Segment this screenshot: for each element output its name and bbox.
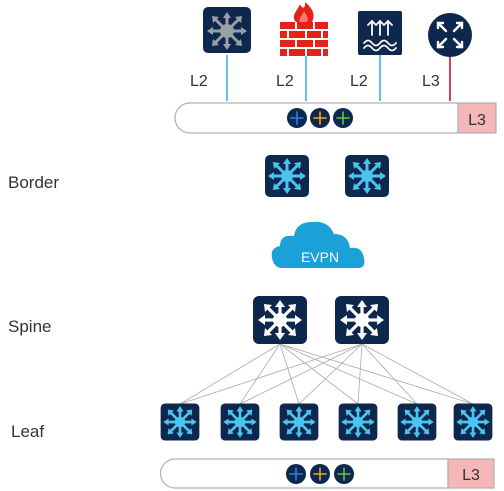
spine-leaf-link [361, 343, 418, 405]
spine-leaf-link [179, 343, 281, 405]
spine-switch-1 [251, 294, 309, 346]
leaf-switch-1 [159, 402, 201, 442]
leaf-switch-5 [396, 402, 438, 442]
evpn-cloud: EVPN [271, 221, 365, 268]
link-label-3: L2 [350, 73, 368, 90]
link-label-2: L2 [276, 73, 294, 90]
fabric-links [179, 343, 474, 405]
cloud-label: EVPN [301, 249, 339, 265]
spine-leaf-link [279, 343, 300, 405]
link-label-4: L3 [422, 73, 440, 90]
border-switch-2 [343, 153, 391, 199]
tier-label-border: Border [8, 173, 59, 192]
spine-leaf-link [357, 343, 363, 405]
vrf-dots-top [287, 108, 353, 128]
tier-label-leaf: Leaf [11, 422, 44, 441]
load-balancer-icon [358, 11, 402, 55]
leaf-switch-4 [337, 402, 379, 442]
spine-leaf-link [179, 343, 363, 405]
top-bar-tag: L3 [468, 112, 486, 129]
tier-label-spine: Spine [8, 317, 51, 336]
spine-leaf-link [239, 343, 363, 405]
spine-leaf-link [239, 343, 281, 405]
spine-leaf-link [298, 343, 363, 405]
vrf-dots-bottom [286, 464, 354, 484]
border-switch-1 [263, 153, 311, 199]
firewall-icon [280, 2, 328, 56]
leaf-switch-6 [452, 402, 494, 442]
spine-leaf-link [361, 343, 474, 405]
spine-leaf-link [279, 343, 474, 405]
leaf-switch-2 [219, 402, 261, 442]
link-label-1: L2 [190, 73, 208, 90]
core-switch-icon [203, 7, 251, 53]
bottom-l3-bar: L3 [159, 458, 495, 489]
top-l3-bar: L3 [174, 102, 497, 134]
leaf-switch-3 [278, 402, 320, 442]
spine-leaf-link [279, 343, 359, 405]
router-icon [428, 13, 472, 57]
spine-leaf-link [279, 343, 418, 405]
bottom-bar-tag: L3 [462, 467, 480, 484]
spine-switch-2 [333, 294, 391, 346]
